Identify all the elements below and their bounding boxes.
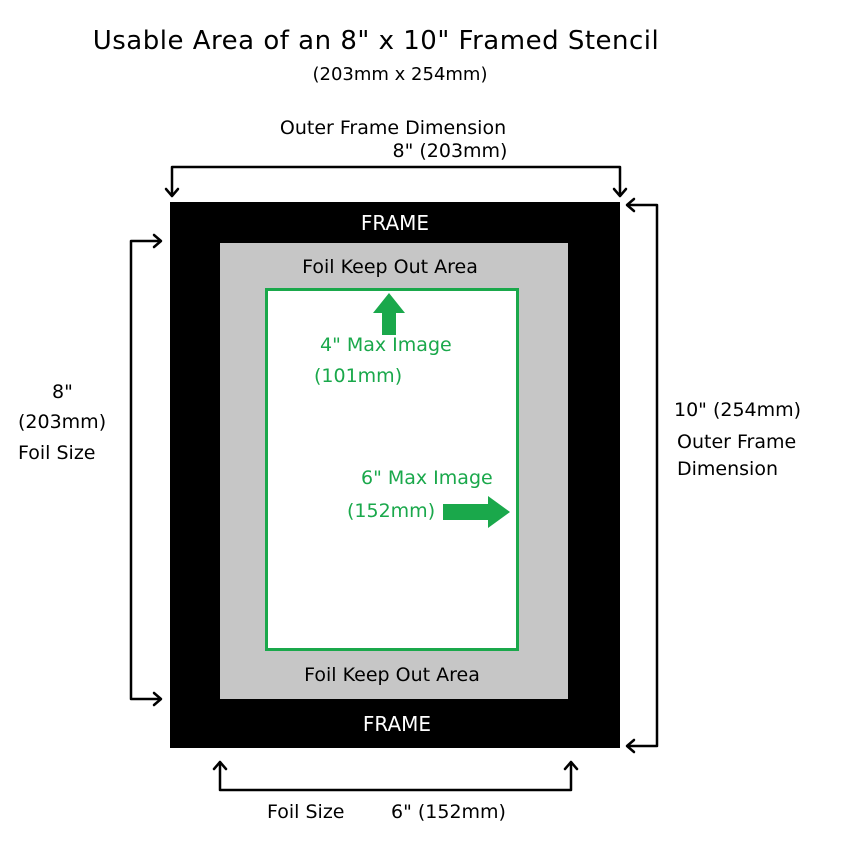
keep-out-label-top: Foil Keep Out Area xyxy=(302,256,478,278)
diagram-title: Usable Area of an 8" x 10" Framed Stenci… xyxy=(92,26,660,56)
bottom-right-arrowhead xyxy=(563,760,579,771)
max-image-height-label: 4" Max Image xyxy=(320,334,452,356)
bottom-dimension-value: 6" (152mm) xyxy=(391,801,506,823)
right-dimension-label-2: Dimension xyxy=(677,458,778,480)
max-image-height-mm: (101mm) xyxy=(314,365,403,387)
right-bottom-arrowhead xyxy=(625,738,636,754)
top-right-arrowhead xyxy=(612,187,628,198)
left-dimension-bracket xyxy=(129,239,162,701)
frame-label-top: FRAME xyxy=(360,211,430,235)
top-dimension-bracket xyxy=(170,165,622,197)
right-top-arrowhead xyxy=(625,197,636,213)
top-dimension-value: 8" (203mm) xyxy=(392,140,508,162)
bottom-dimension-bracket xyxy=(218,761,573,792)
arrow-right-icon xyxy=(443,496,510,528)
left-dimension-inches: 8" xyxy=(52,381,73,403)
arrow-up-icon xyxy=(373,293,405,335)
top-left-arrowhead xyxy=(164,187,180,198)
right-dimension-label-1: Outer Frame xyxy=(677,431,797,453)
max-image-area xyxy=(265,288,519,651)
bottom-left-arrowhead xyxy=(212,760,228,771)
right-dimension-value: 10" (254mm) xyxy=(674,399,802,421)
diagram-subtitle: (203mm x 254mm) xyxy=(312,64,488,85)
keep-out-label-bottom: Foil Keep Out Area xyxy=(304,664,480,686)
left-top-arrowhead xyxy=(152,233,163,249)
left-dimension-mm: (203mm) xyxy=(18,411,107,433)
top-dimension-label: Outer Frame Dimension xyxy=(279,117,507,139)
max-image-width-label: 6" Max Image xyxy=(361,467,493,489)
left-dimension-label: Foil Size xyxy=(18,442,96,464)
max-image-width-mm: (152mm) xyxy=(347,500,436,522)
left-bottom-arrowhead xyxy=(152,691,163,707)
frame-label-bottom: FRAME xyxy=(362,712,432,736)
right-dimension-bracket xyxy=(626,203,659,748)
bottom-dimension-label: Foil Size xyxy=(267,801,345,823)
